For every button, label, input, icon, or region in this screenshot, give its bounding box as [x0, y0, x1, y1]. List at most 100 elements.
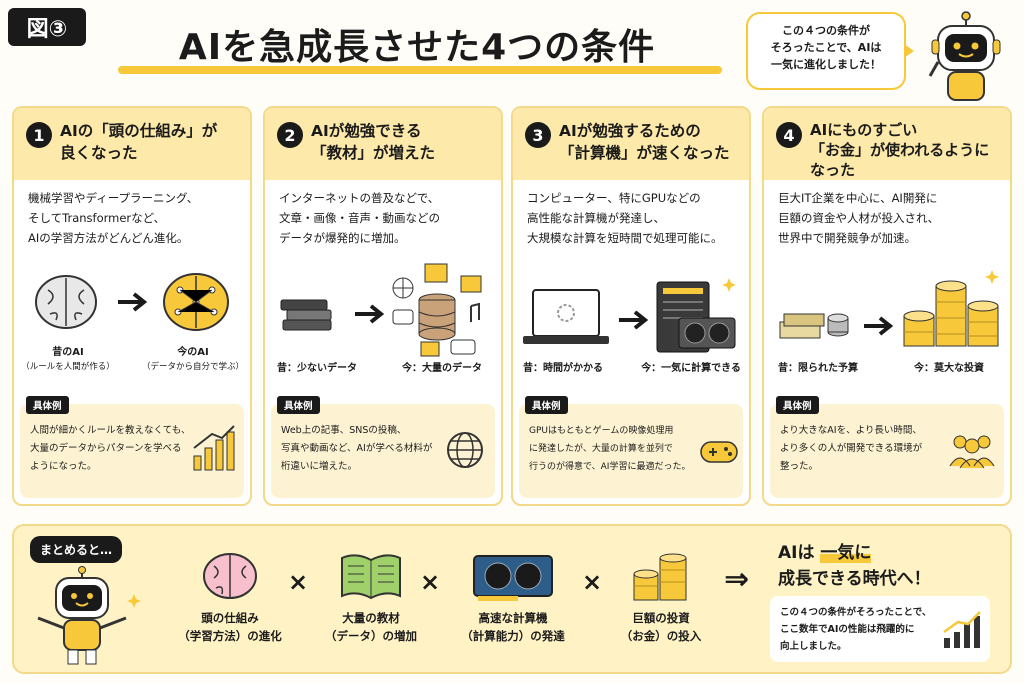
- summary-note: この４つの条件がそろったことで、 ここ数年でAIの性能は飛躍的に 向上しました。: [770, 596, 990, 662]
- laptop-icon: [523, 289, 609, 344]
- card-title-line: AIが勉強するための: [559, 122, 701, 140]
- card-number: 1: [26, 122, 52, 148]
- after-caption: 今のAI （データから自分で学ぶ）: [138, 346, 248, 374]
- example-box: 具体例 Web上の記事、SNSの投稿、 写真や動画など、AIが学べる材料が 桁違…: [271, 396, 495, 498]
- desc-line: 世界中で開発競争が加速。: [778, 231, 916, 245]
- headline-highlight: 一気に: [820, 543, 872, 563]
- card-header: 1 AIの「頭の仕組み」が 良くなった: [14, 108, 250, 180]
- example-tag: 具体例: [26, 396, 69, 414]
- after-sub: （データから自分で学ぶ）: [141, 362, 244, 372]
- card-title-line: AIが勉強できる: [311, 122, 422, 140]
- growth-chart-icon: [193, 425, 235, 471]
- globe-icon: [447, 432, 483, 468]
- before-label: 昔のAI: [52, 347, 84, 358]
- card-title-line: AIの「頭の仕組み」が: [60, 122, 218, 140]
- summary-item-2: 大量の教材 （データ）の増加: [316, 548, 426, 645]
- example-box: 具体例 人間が細かくルールを教えなくても、 大量のデータからパターンを学べる よ…: [20, 396, 244, 498]
- open-book-icon: [341, 554, 401, 600]
- example-line: 大量のデータからパターンを学べる: [30, 443, 182, 454]
- before-label: 昔：限られた予算: [778, 363, 858, 374]
- example-line: ようになった。: [30, 461, 97, 472]
- example-line: 写真や動画など、AIが学べる材料が: [281, 443, 433, 454]
- people-group-icon: [949, 435, 995, 469]
- before-sub: （ルールを人間が作る）: [21, 362, 115, 372]
- coin-stacks-icon: [903, 270, 999, 347]
- before-caption: 昔のAI （ルールを人間が作る）: [18, 346, 118, 374]
- bubble-line: そろったことで、AIは: [770, 41, 882, 54]
- summary-item-line: 頭の仕組み: [201, 611, 259, 625]
- small-money-icon: [779, 313, 849, 339]
- example-tag: 具体例: [776, 396, 819, 414]
- times-sign: ×: [288, 568, 309, 596]
- condition-card-2: 2 AIが勉強できる 「教材」が増えた インターネットの普及などで、 文章・画像…: [263, 106, 503, 506]
- card-header: 3 AIが勉強するための 「計算機」が速くなった: [513, 108, 749, 180]
- card-number: 4: [776, 122, 802, 148]
- robot-mascot-icon: [928, 11, 1001, 101]
- example-line: 整った。: [780, 461, 819, 472]
- card-number: 3: [525, 122, 551, 148]
- after-label: 今：一気に計算できる: [641, 363, 741, 374]
- page-title: AIを急成長させた4つの条件: [178, 27, 656, 68]
- summary-item-4: 巨額の投資 （お金）の投入: [606, 548, 716, 645]
- card-title-line: AIにものすごい: [810, 121, 918, 139]
- summary-tag: まとめると…: [30, 536, 123, 563]
- example-line: 人間が細かくルールを教えなくても、: [30, 425, 191, 436]
- times-sign: ×: [420, 568, 441, 596]
- desc-line: コンピューター、特にGPUなどの: [527, 191, 701, 205]
- condition-card-4: 4 AIにものすごい 「お金」が使われるように なった 巨大IT企業を中心に、A…: [762, 106, 1012, 506]
- headline-part: AIは: [778, 543, 815, 563]
- card-description: 機械学習やディープラーニング、 そしてTransformerなど、 AIの学習方…: [14, 180, 250, 262]
- desc-line: 文章・画像・音声・動画などの: [279, 211, 440, 225]
- card-illustration: 昔のAI （ルールを人間が作る） 今のAI （データから自分で学ぶ）: [14, 262, 250, 390]
- desc-line: AIの学習方法がどんどん進化。: [28, 231, 189, 245]
- summary-item-line: 大量の教材: [342, 611, 400, 625]
- card-illustration: 昔：限られた予算 今：莫大な投資: [764, 262, 1010, 390]
- card-illustration: 昔：少ないデータ 今：大量のデータ: [265, 262, 501, 390]
- times-sign: ×: [582, 568, 603, 596]
- card-title-line: 「お金」が使われるように: [810, 141, 990, 159]
- gpu-server-icon: [656, 278, 736, 353]
- desc-line: 巨額の資金や人材が投入され、: [778, 211, 940, 225]
- example-text: Web上の記事、SNSの投稿、 写真や動画など、AIが学べる材料が 桁違いに増え…: [281, 422, 432, 476]
- gamepad-icon: [700, 441, 738, 463]
- after-label: 今：大量のデータ: [402, 363, 482, 374]
- note-line: この４つの条件がそろったことで、: [780, 607, 932, 618]
- summary-item-line: 高速な計算機: [478, 611, 548, 625]
- example-box: 具体例 より大きなAIを、より長い時間、 より多くの人が開発できる環境が 整った…: [770, 396, 1004, 498]
- desc-line: そしてTransformerなど、: [28, 211, 166, 225]
- card-header: 4 AIにものすごい 「お金」が使われるように なった: [764, 108, 1010, 180]
- card-number: 2: [277, 122, 303, 148]
- example-box: 具体例 GPUはもともとゲームの映像処理用 に発達したが、大量の計算を並列で 行…: [519, 396, 743, 498]
- example-text: より大きなAIを、より長い時間、 より多くの人が開発できる環境が 整った。: [780, 422, 922, 476]
- summary-item-line: 巨額の投資: [632, 611, 690, 625]
- summary-item-line: （データ）の増加: [325, 629, 417, 643]
- brain-icon: [203, 553, 257, 599]
- example-text: 人間が細かくルールを教えなくても、 大量のデータからパターンを学べる ようになっ…: [30, 422, 190, 476]
- bubble-line: この４つの条件が: [782, 24, 870, 37]
- condition-card-3: 3 AIが勉強するための 「計算機」が速くなった コンピューター、特にGPUなど…: [511, 106, 751, 506]
- before-label: 昔：少ないデータ: [277, 363, 357, 374]
- card-title-line: 良くなった: [60, 144, 138, 162]
- summary-item-1: 頭の仕組み （学習方法）の進化: [170, 548, 290, 645]
- coins-icon: [633, 553, 687, 601]
- example-line: に発達したが、大量の計算を並列で: [529, 444, 673, 454]
- note-line: ここ数年でAIの性能は飛躍的に: [780, 624, 915, 635]
- card-title: AIが勉強するための 「計算機」が速くなった: [559, 120, 730, 164]
- example-text: GPUはもともとゲームの映像処理用 に発達したが、大量の計算を並列で 行うのが得…: [529, 422, 690, 476]
- robot-mascot-summary-icon: [37, 566, 141, 665]
- title-underline: [118, 66, 722, 74]
- example-line: 桁違いに増えた。: [281, 461, 358, 472]
- bubble-line: 一気に進化しました！: [771, 58, 881, 71]
- speech-bubble: この４つの条件が そろったことで、AIは 一気に進化しました！: [746, 12, 914, 90]
- card-description: コンピューター、特にGPUなどの 高性能な計算機が発達し、 大規模な計算を短時間…: [513, 180, 749, 262]
- example-line: より多くの人が開発できる環境が: [780, 443, 923, 454]
- desc-line: 機械学習やディープラーニング、: [28, 191, 199, 205]
- card-description: 巨大IT企業を中心に、AI開発に 巨額の資金や人材が投入され、 世界中で開発競争…: [764, 180, 1010, 262]
- card-title-line: 「教材」が増えた: [311, 144, 436, 162]
- before-label: 昔：時間がかかる: [523, 363, 603, 374]
- desc-line: データが爆発的に増加。: [279, 231, 406, 245]
- big-data-icon: [392, 263, 482, 357]
- after-label: 今のAI: [177, 347, 209, 358]
- gpu-card-icon: [473, 555, 553, 601]
- card-title-line: なった: [810, 161, 856, 179]
